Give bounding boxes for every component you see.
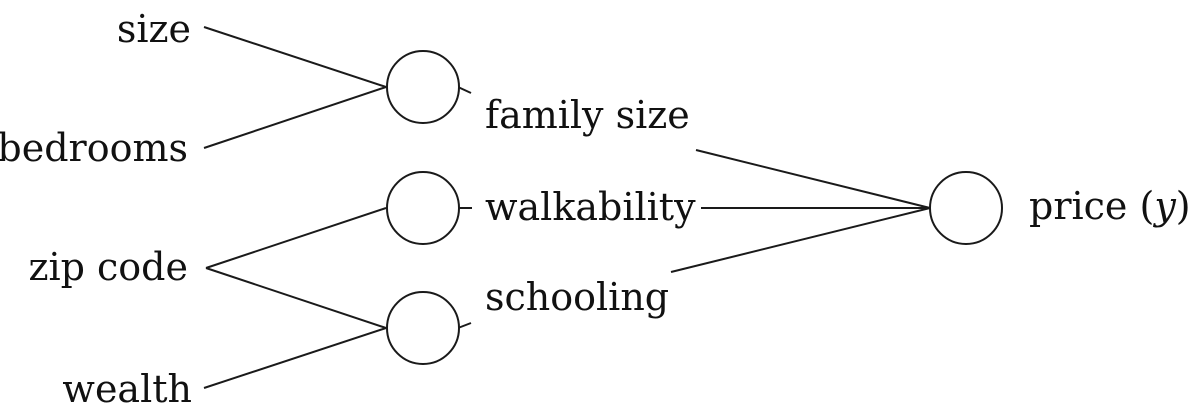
edge-zipcode-to-walkability xyxy=(205,207,387,269)
stub-schooling xyxy=(457,322,472,329)
hidden-node-family-size xyxy=(386,50,460,124)
edge-zipcode-to-schooling xyxy=(205,267,387,329)
stub-family-size xyxy=(457,86,472,94)
hidden-node-walkability xyxy=(386,171,460,245)
output-label-variable: y xyxy=(1152,184,1176,228)
output-label-prefix: price ( xyxy=(1029,184,1154,228)
edge-schooling-to-price xyxy=(670,207,931,273)
hidden-label-family-size: family size xyxy=(485,93,690,137)
hidden-node-schooling xyxy=(386,291,460,365)
output-label-price: price (y) xyxy=(1029,184,1191,228)
input-label-wealth: wealth xyxy=(62,367,192,411)
edge-wealth-to-schooling xyxy=(203,327,387,389)
input-label-size: size xyxy=(117,7,191,51)
output-node-price xyxy=(929,171,1003,245)
edge-bedrooms-to-family-size xyxy=(203,86,387,149)
edge-family-size-to-price xyxy=(695,149,931,209)
output-label-suffix: ) xyxy=(1176,184,1191,228)
input-label-bedrooms: bedrooms xyxy=(0,126,188,170)
hidden-label-walkability: walkability xyxy=(485,185,696,229)
hidden-label-schooling: schooling xyxy=(485,275,669,319)
edge-size-to-family-size xyxy=(203,26,387,88)
input-label-zip-code: zip code xyxy=(28,245,188,289)
